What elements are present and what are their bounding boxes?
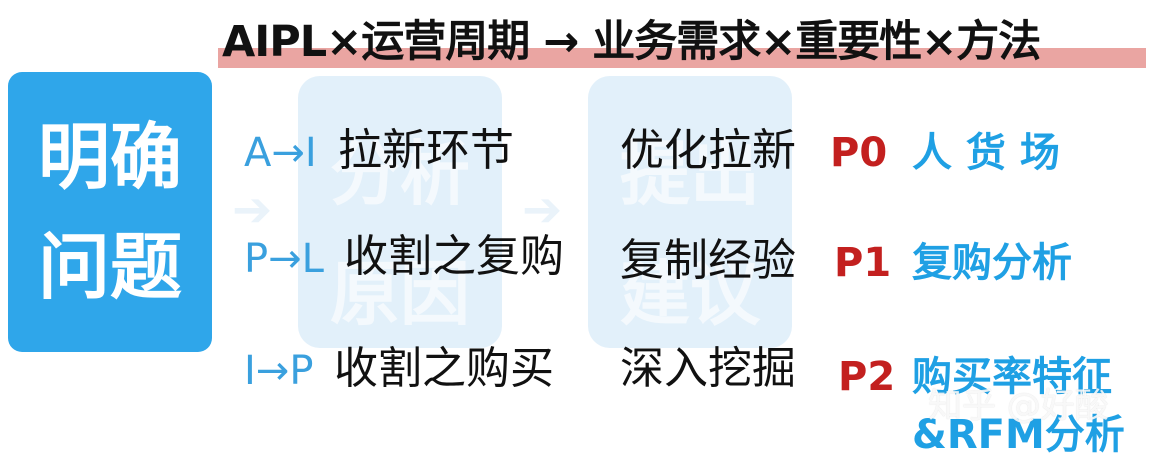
row-focus: 复购分析 bbox=[912, 240, 1072, 286]
row-item: 收割之复购 bbox=[344, 231, 564, 282]
priority-badge: P2 bbox=[838, 354, 896, 400]
faded-box-suggest-line2: 建议 bbox=[620, 253, 760, 335]
row-item: 拉新环节 bbox=[338, 125, 514, 176]
row-focus: 购买率特征 bbox=[912, 354, 1112, 400]
title-highlight-bar bbox=[218, 48, 1146, 68]
faded-box-suggest: 提出 建议 bbox=[588, 76, 792, 348]
priority-badge: P1 bbox=[834, 240, 892, 286]
main-step-box: 明确 问题 bbox=[8, 72, 212, 352]
faded-box-suggest-line1: 提出 bbox=[620, 133, 760, 215]
stage-label: I→P bbox=[244, 348, 314, 394]
row-method: 深入挖掘 bbox=[620, 343, 796, 394]
row-focus: 人 货 场 bbox=[912, 130, 1060, 176]
stage-label: A→I bbox=[244, 130, 317, 176]
faded-box-analyze: 分析 原因 bbox=[298, 76, 502, 348]
row-focus-line2: &RFM分析 bbox=[912, 412, 1125, 458]
main-step-line1: 明确 bbox=[37, 115, 182, 199]
stage-label: P→L bbox=[244, 236, 324, 282]
watermark: 知乎 @好酸 bbox=[928, 386, 1109, 426]
main-step-line2: 问题 bbox=[37, 225, 182, 309]
row-method: 复制经验 bbox=[620, 235, 796, 286]
priority-badge: P0 bbox=[830, 130, 888, 176]
row-item: 收割之购买 bbox=[334, 343, 554, 394]
faded-arrow-icon: ➔ bbox=[232, 182, 273, 238]
page-title: AIPL×运营周期 → 业务需求×重要性×方法 bbox=[222, 17, 1041, 67]
faded-arrow-icon: ➔ bbox=[522, 182, 563, 238]
row-method: 优化拉新 bbox=[620, 125, 796, 176]
faded-box-analyze-line1: 分析 bbox=[330, 133, 470, 215]
faded-box-analyze-line2: 原因 bbox=[330, 253, 470, 335]
